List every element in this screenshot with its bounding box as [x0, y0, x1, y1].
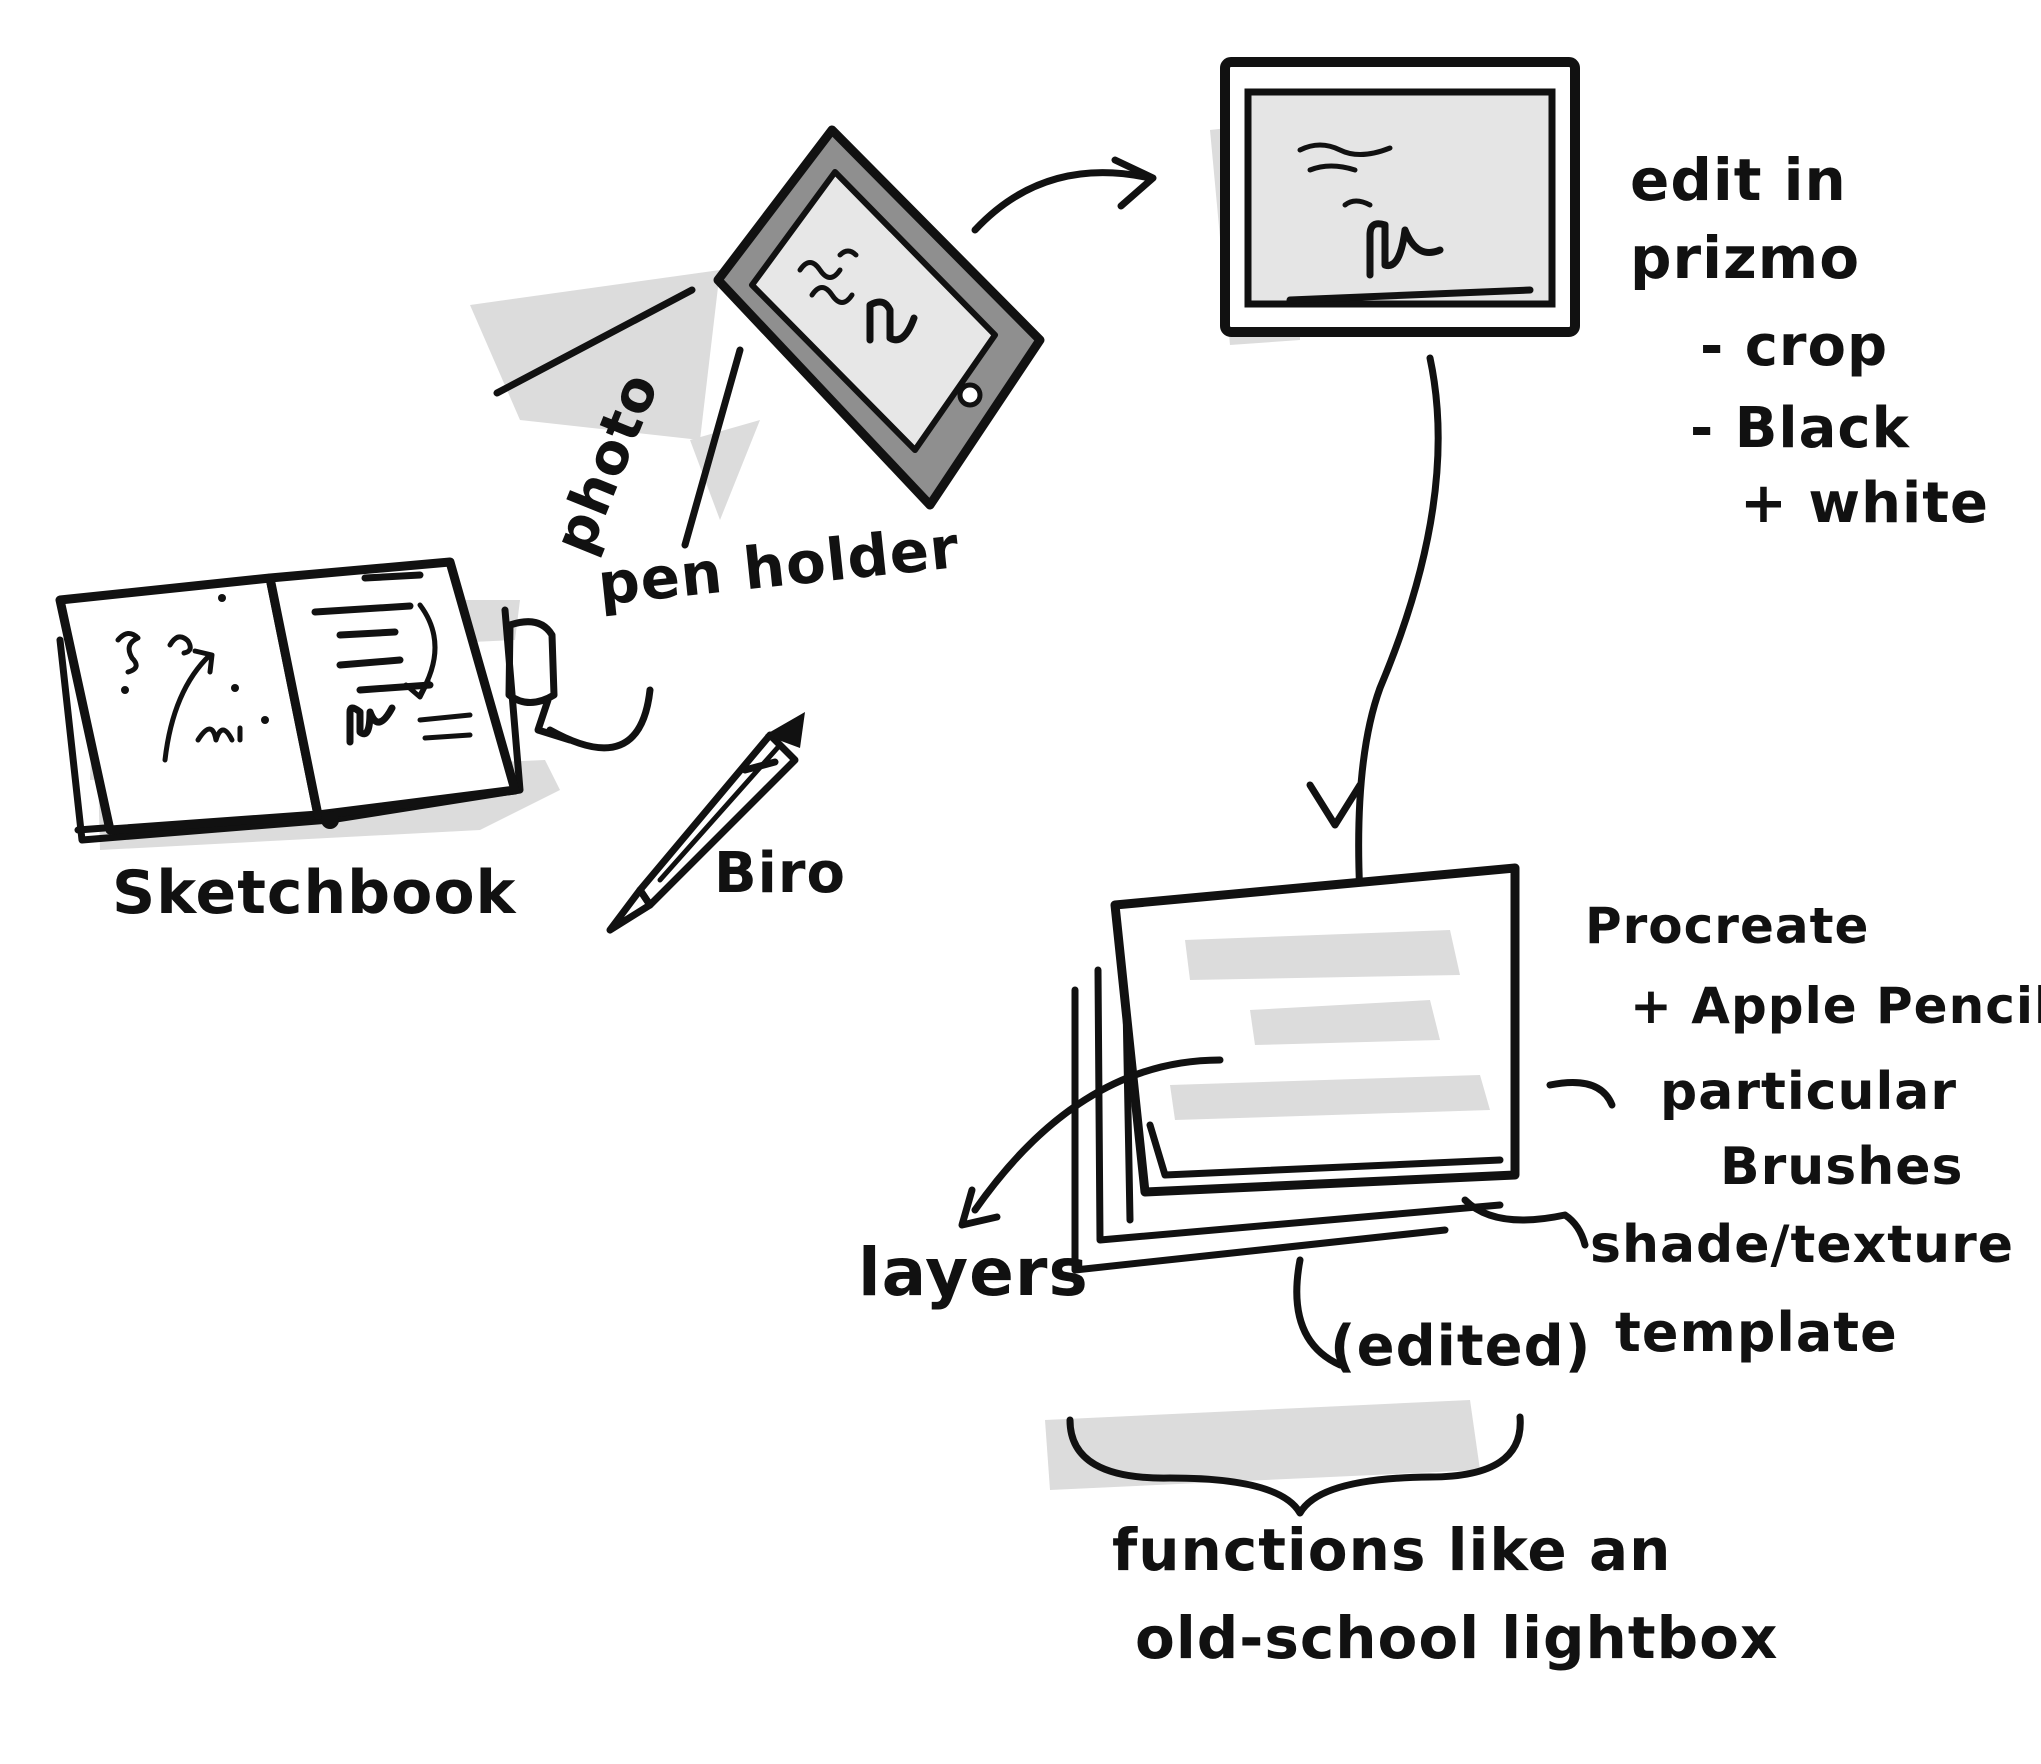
- arrow-head: [1111, 156, 1157, 210]
- sketchbook-label: Sketchbook: [112, 858, 517, 928]
- brushes-label: Brushes: [1720, 1137, 1964, 1197]
- tablet-photo-icon: [470, 125, 1045, 549]
- layers-label: layers: [858, 1234, 1089, 1311]
- biro-label: Biro: [714, 841, 846, 906]
- black-label: - Black: [1690, 396, 1910, 461]
- procreate-layers-icon: [958, 863, 1616, 1369]
- lightbox-label: old-school lightbox: [1135, 1604, 1779, 1672]
- lightbox-brace: [1045, 1400, 1524, 1517]
- procreate-label: Procreate: [1585, 897, 1870, 955]
- arrow-head: [1306, 781, 1364, 829]
- shade-texture-label: shade/texture: [1590, 1215, 2014, 1275]
- monitor-prizmo-icon: [1210, 57, 1580, 345]
- edited-label: (edited): [1330, 1314, 1592, 1379]
- crop-label: - crop: [1700, 314, 1889, 379]
- template-label: template: [1615, 1301, 1898, 1364]
- white-label: + white: [1740, 471, 1989, 536]
- sketchbook-icon: [55, 557, 654, 850]
- functions-label: functions like an: [1112, 1516, 1672, 1584]
- particular-label: particular: [1660, 1062, 1958, 1122]
- apple-pencil-label: + Apple Pencil: [1630, 977, 2041, 1035]
- prizmo-label: prizmo: [1630, 224, 1861, 292]
- edit-in-label: edit in: [1630, 146, 1847, 214]
- biro-pen-icon: [606, 712, 805, 934]
- arrow-tablet-to-monitor: [971, 169, 1154, 234]
